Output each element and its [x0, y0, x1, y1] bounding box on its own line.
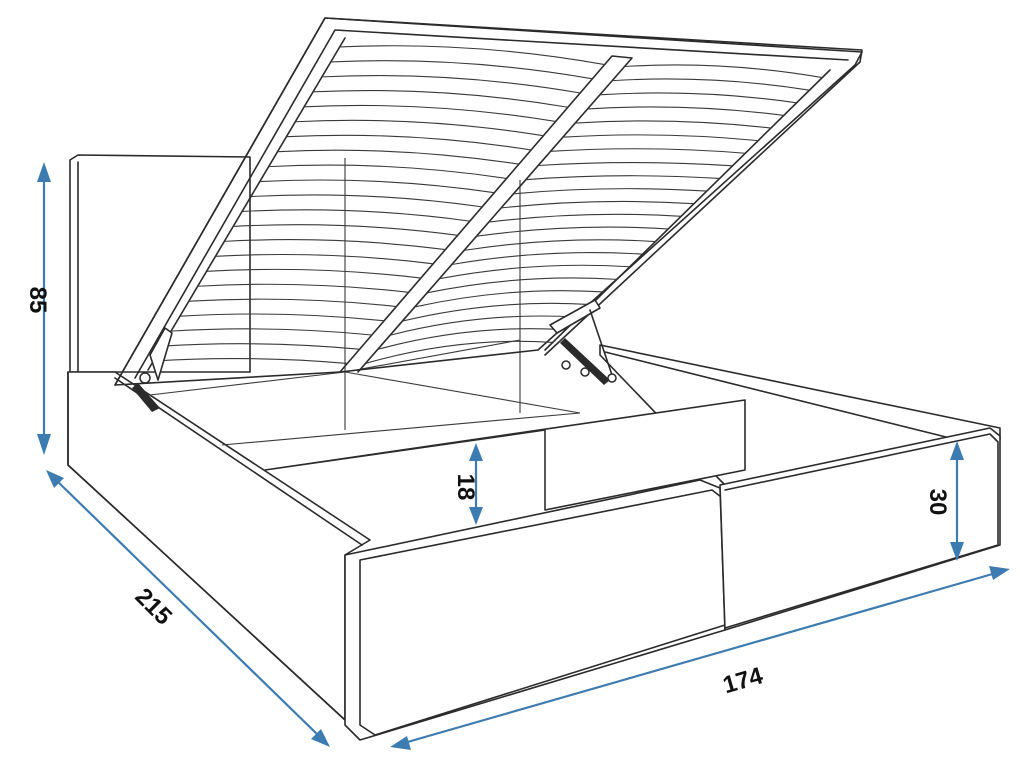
slats [153, 45, 823, 365]
slatted-lid [114, 17, 863, 386]
slat [313, 89, 568, 108]
label-frame-height: 30 [924, 489, 951, 516]
slat [153, 357, 348, 365]
slat [525, 175, 720, 181]
left-lift-mechanism [132, 327, 173, 412]
slat [587, 106, 784, 116]
slat [215, 253, 434, 265]
slat [162, 343, 360, 350]
slat [550, 148, 746, 154]
dimension-length-215 [46, 470, 330, 747]
slat [259, 179, 495, 194]
label-height: 85 [24, 287, 51, 314]
right-lift-mechanism [549, 299, 617, 385]
slat [286, 134, 532, 151]
slat [295, 119, 544, 137]
slat [321, 75, 581, 94]
slat [179, 313, 385, 322]
slat [188, 298, 397, 308]
dimension-height-85 [37, 162, 51, 455]
slat [224, 239, 446, 251]
label-storage-depth: 18 [452, 474, 479, 501]
slat [501, 200, 694, 209]
storage-back-wall [344, 158, 521, 373]
slat [451, 251, 643, 266]
slat [242, 209, 470, 222]
slat [476, 226, 669, 237]
slat [488, 213, 682, 223]
slat [389, 315, 579, 336]
slat [562, 134, 759, 142]
slat [250, 194, 483, 208]
headboard [69, 154, 251, 373]
slat [414, 290, 605, 308]
label-width: 174 [720, 662, 767, 699]
slat [277, 149, 519, 165]
slat [612, 78, 810, 91]
slat [624, 64, 823, 79]
slat [599, 92, 797, 104]
slat [206, 268, 421, 279]
slat [427, 277, 617, 294]
bed-frame [67, 340, 1001, 741]
slat [513, 188, 707, 195]
slat [402, 302, 592, 322]
slat [268, 164, 507, 179]
slat [538, 162, 733, 167]
slat [304, 104, 556, 123]
slat [171, 328, 372, 336]
slat [233, 224, 458, 236]
slat [197, 283, 409, 293]
slat [365, 340, 553, 365]
slat [575, 120, 772, 129]
slat [339, 45, 605, 66]
dimension-width-174 [390, 566, 1010, 750]
slat [377, 328, 566, 350]
slat [464, 239, 656, 251]
dimension-storage-depth-18 [469, 443, 483, 525]
slat [330, 60, 593, 80]
dimension-frame-height-30 [950, 441, 964, 561]
slat [439, 264, 630, 280]
